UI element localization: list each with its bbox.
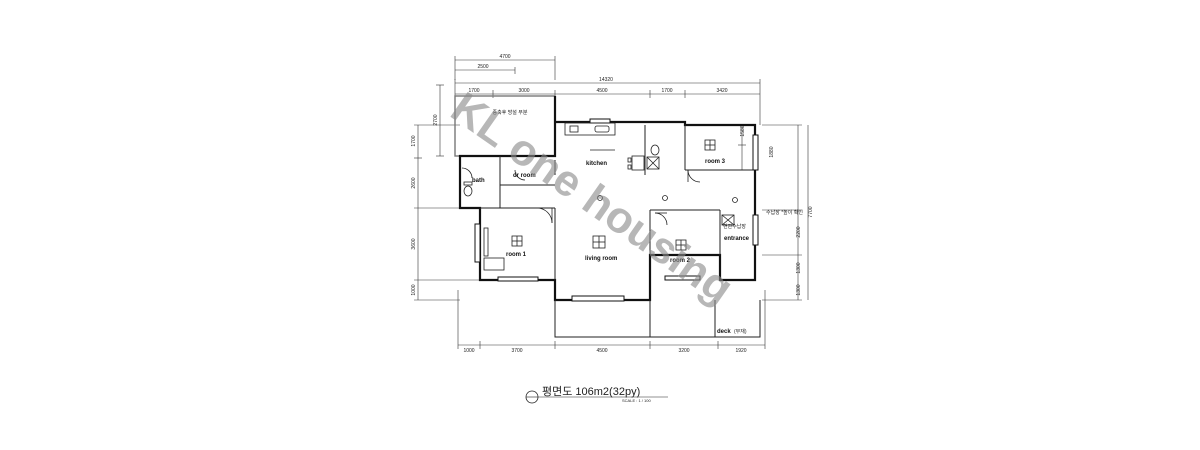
- dim-left-1: 1700: [411, 135, 417, 146]
- dim-right-overall: 7700: [808, 206, 814, 217]
- drawing-scale: SCALE : 1 / 100: [622, 398, 651, 403]
- room-label-entrance: entrance: [724, 236, 750, 242]
- room-label-room1: room 1: [506, 252, 527, 258]
- dim-bottom-2: 3700: [511, 348, 522, 354]
- dim-left-ext: 2700: [433, 114, 439, 125]
- room-labels: kitchen dr room bath room 1 living room …: [472, 159, 803, 335]
- right-storage-note: 수납장 *높이 확인: [766, 209, 803, 216]
- dim-right-4: 1300: [796, 284, 802, 295]
- dim-top-2: 3000: [518, 88, 529, 94]
- dim-bottom-3: 4500: [596, 348, 607, 354]
- dimension-labels: 14320 4700 2500 1700 3000 4500 1700 3420…: [411, 54, 814, 354]
- dim-right-top-small: 1580: [740, 125, 746, 136]
- dim-left-3: 3600: [411, 238, 417, 249]
- dim-bottom-5: 1920: [735, 348, 746, 354]
- dim-top-ext-sub: 2500: [477, 64, 488, 70]
- windows: [474, 118, 759, 302]
- dim-left-2: 2600: [411, 177, 417, 188]
- dim-bottom-4: 3200: [678, 348, 689, 354]
- drawing-title-text: 평면도 106m2(32py): [542, 385, 640, 398]
- watermark: KL one housing: [442, 83, 742, 313]
- dim-top-5: 3420: [716, 88, 727, 94]
- deck-note: (부재): [734, 328, 747, 335]
- dim-top-3: 4500: [596, 88, 607, 94]
- dim-right-3: 1300: [796, 262, 802, 273]
- room-label-bath: bath: [472, 178, 485, 184]
- room-label-dr-room: dr room: [513, 173, 536, 179]
- dim-top-1: 1700: [468, 88, 479, 94]
- room-label-deck: deck: [717, 329, 731, 335]
- extension-note: 증축후 방설 부분: [493, 109, 528, 116]
- dim-left-4: 1000: [411, 284, 417, 295]
- drawing-title: 평면도 106m2(32py) SCALE : 1 / 100: [525, 385, 668, 404]
- room-label-room3: room 3: [705, 159, 726, 165]
- fixtures: [461, 122, 738, 271]
- dim-bottom-1: 1000: [463, 348, 474, 354]
- dim-top-4: 1700: [661, 88, 672, 94]
- room-label-living-room: living room: [585, 256, 617, 262]
- room-label-kitchen: kitchen: [586, 161, 607, 167]
- room-label-room2: room 2: [670, 258, 691, 264]
- walls: [458, 96, 761, 338]
- dim-right-2: 2200: [796, 226, 802, 237]
- dim-right-1: 1880: [769, 146, 775, 157]
- dim-top-overall: 14320: [599, 77, 613, 83]
- dimension-lines: [414, 56, 809, 349]
- room-label-shoe-storage: 현관수납장: [723, 223, 746, 230]
- dim-top-ext-total: 4700: [499, 54, 510, 60]
